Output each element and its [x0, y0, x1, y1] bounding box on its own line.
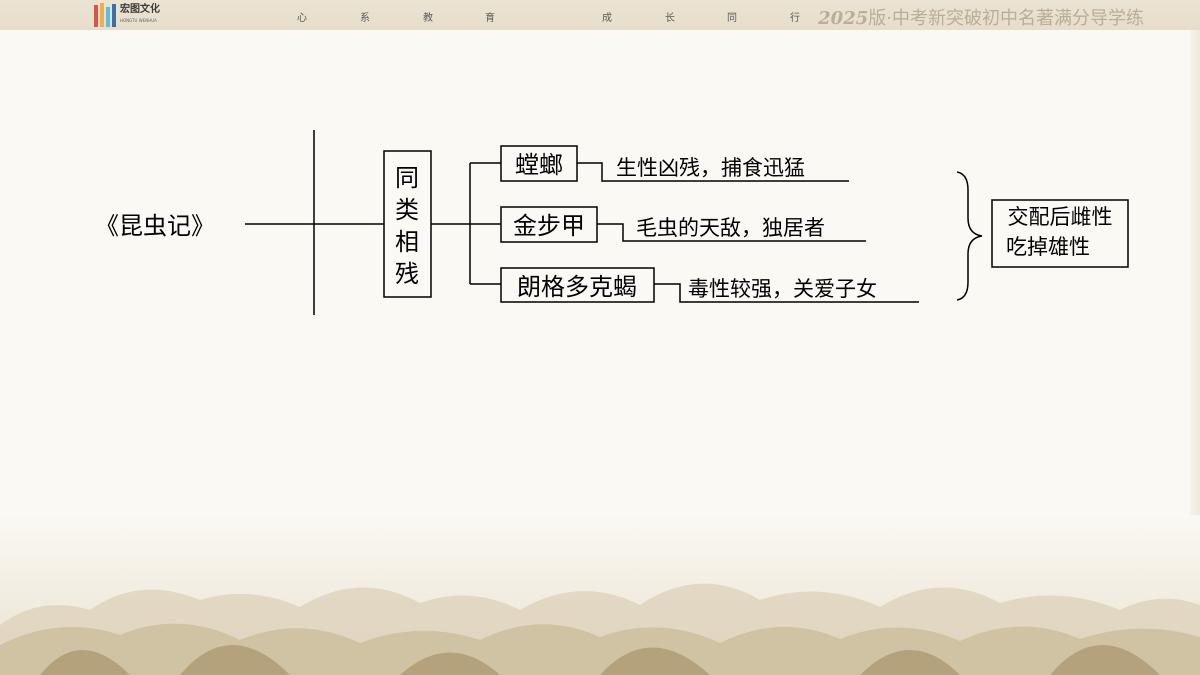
- trait-connector: [654, 283, 919, 303]
- trait-connector: [577, 162, 849, 182]
- series-name: 版·中考新突破初中名著满分导学练: [868, 8, 1144, 29]
- insect-trait: 毛虫的天敌，独居者: [636, 216, 825, 240]
- slogan-char: 育: [485, 13, 495, 24]
- insect-box: [500, 267, 655, 303]
- insect-name: 金步甲: [513, 212, 585, 240]
- logo-text: 宏图文化: [120, 4, 160, 15]
- logo-subtext: HONGTU WENHUA: [120, 18, 157, 23]
- slogan-char: 心: [297, 13, 307, 24]
- trait-connector: [597, 223, 866, 242]
- category-char: 类: [395, 196, 419, 224]
- side-strip: [1190, 30, 1200, 675]
- category-char: 相: [395, 228, 419, 256]
- insect-trait: 毒性较强，关爱子女: [688, 277, 877, 301]
- conclusion-line: 吃掉雄性: [1006, 235, 1090, 259]
- insect-name: 螳螂: [515, 151, 563, 179]
- root-node: 《昆虫记》: [95, 212, 215, 240]
- insect-trait: 生性凶残，捕食迅猛: [616, 156, 805, 180]
- brand-logo: 宏图文化 HONGTU WENHUA: [94, 2, 174, 28]
- header-bar: 宏图文化 HONGTU WENHUA 心 系 教 育 成 长 同 行 2025版…: [0, 0, 1200, 30]
- books-logo-icon: [94, 3, 116, 27]
- slogan-char: 行: [790, 13, 800, 24]
- series-year: 2025: [818, 8, 869, 29]
- slogan-char: 同: [727, 13, 737, 24]
- slogan-char: 成: [602, 13, 612, 24]
- category-char: 同: [395, 164, 419, 192]
- right-brace: [956, 171, 983, 301]
- conclusion-line: 交配后雌性: [1008, 205, 1113, 229]
- insect-name: 朗格多克蝎: [517, 273, 637, 301]
- category-char: 残: [395, 260, 419, 288]
- slogan-char: 教: [423, 13, 433, 24]
- series-title: 2025版·中考新突破初中名著满分导学练: [818, 4, 1144, 30]
- slogan-char: 系: [360, 13, 370, 24]
- conclusion-box: [991, 199, 1129, 268]
- slogan-char: 长: [665, 13, 675, 24]
- mountain-landscape-decoration: [0, 515, 1200, 675]
